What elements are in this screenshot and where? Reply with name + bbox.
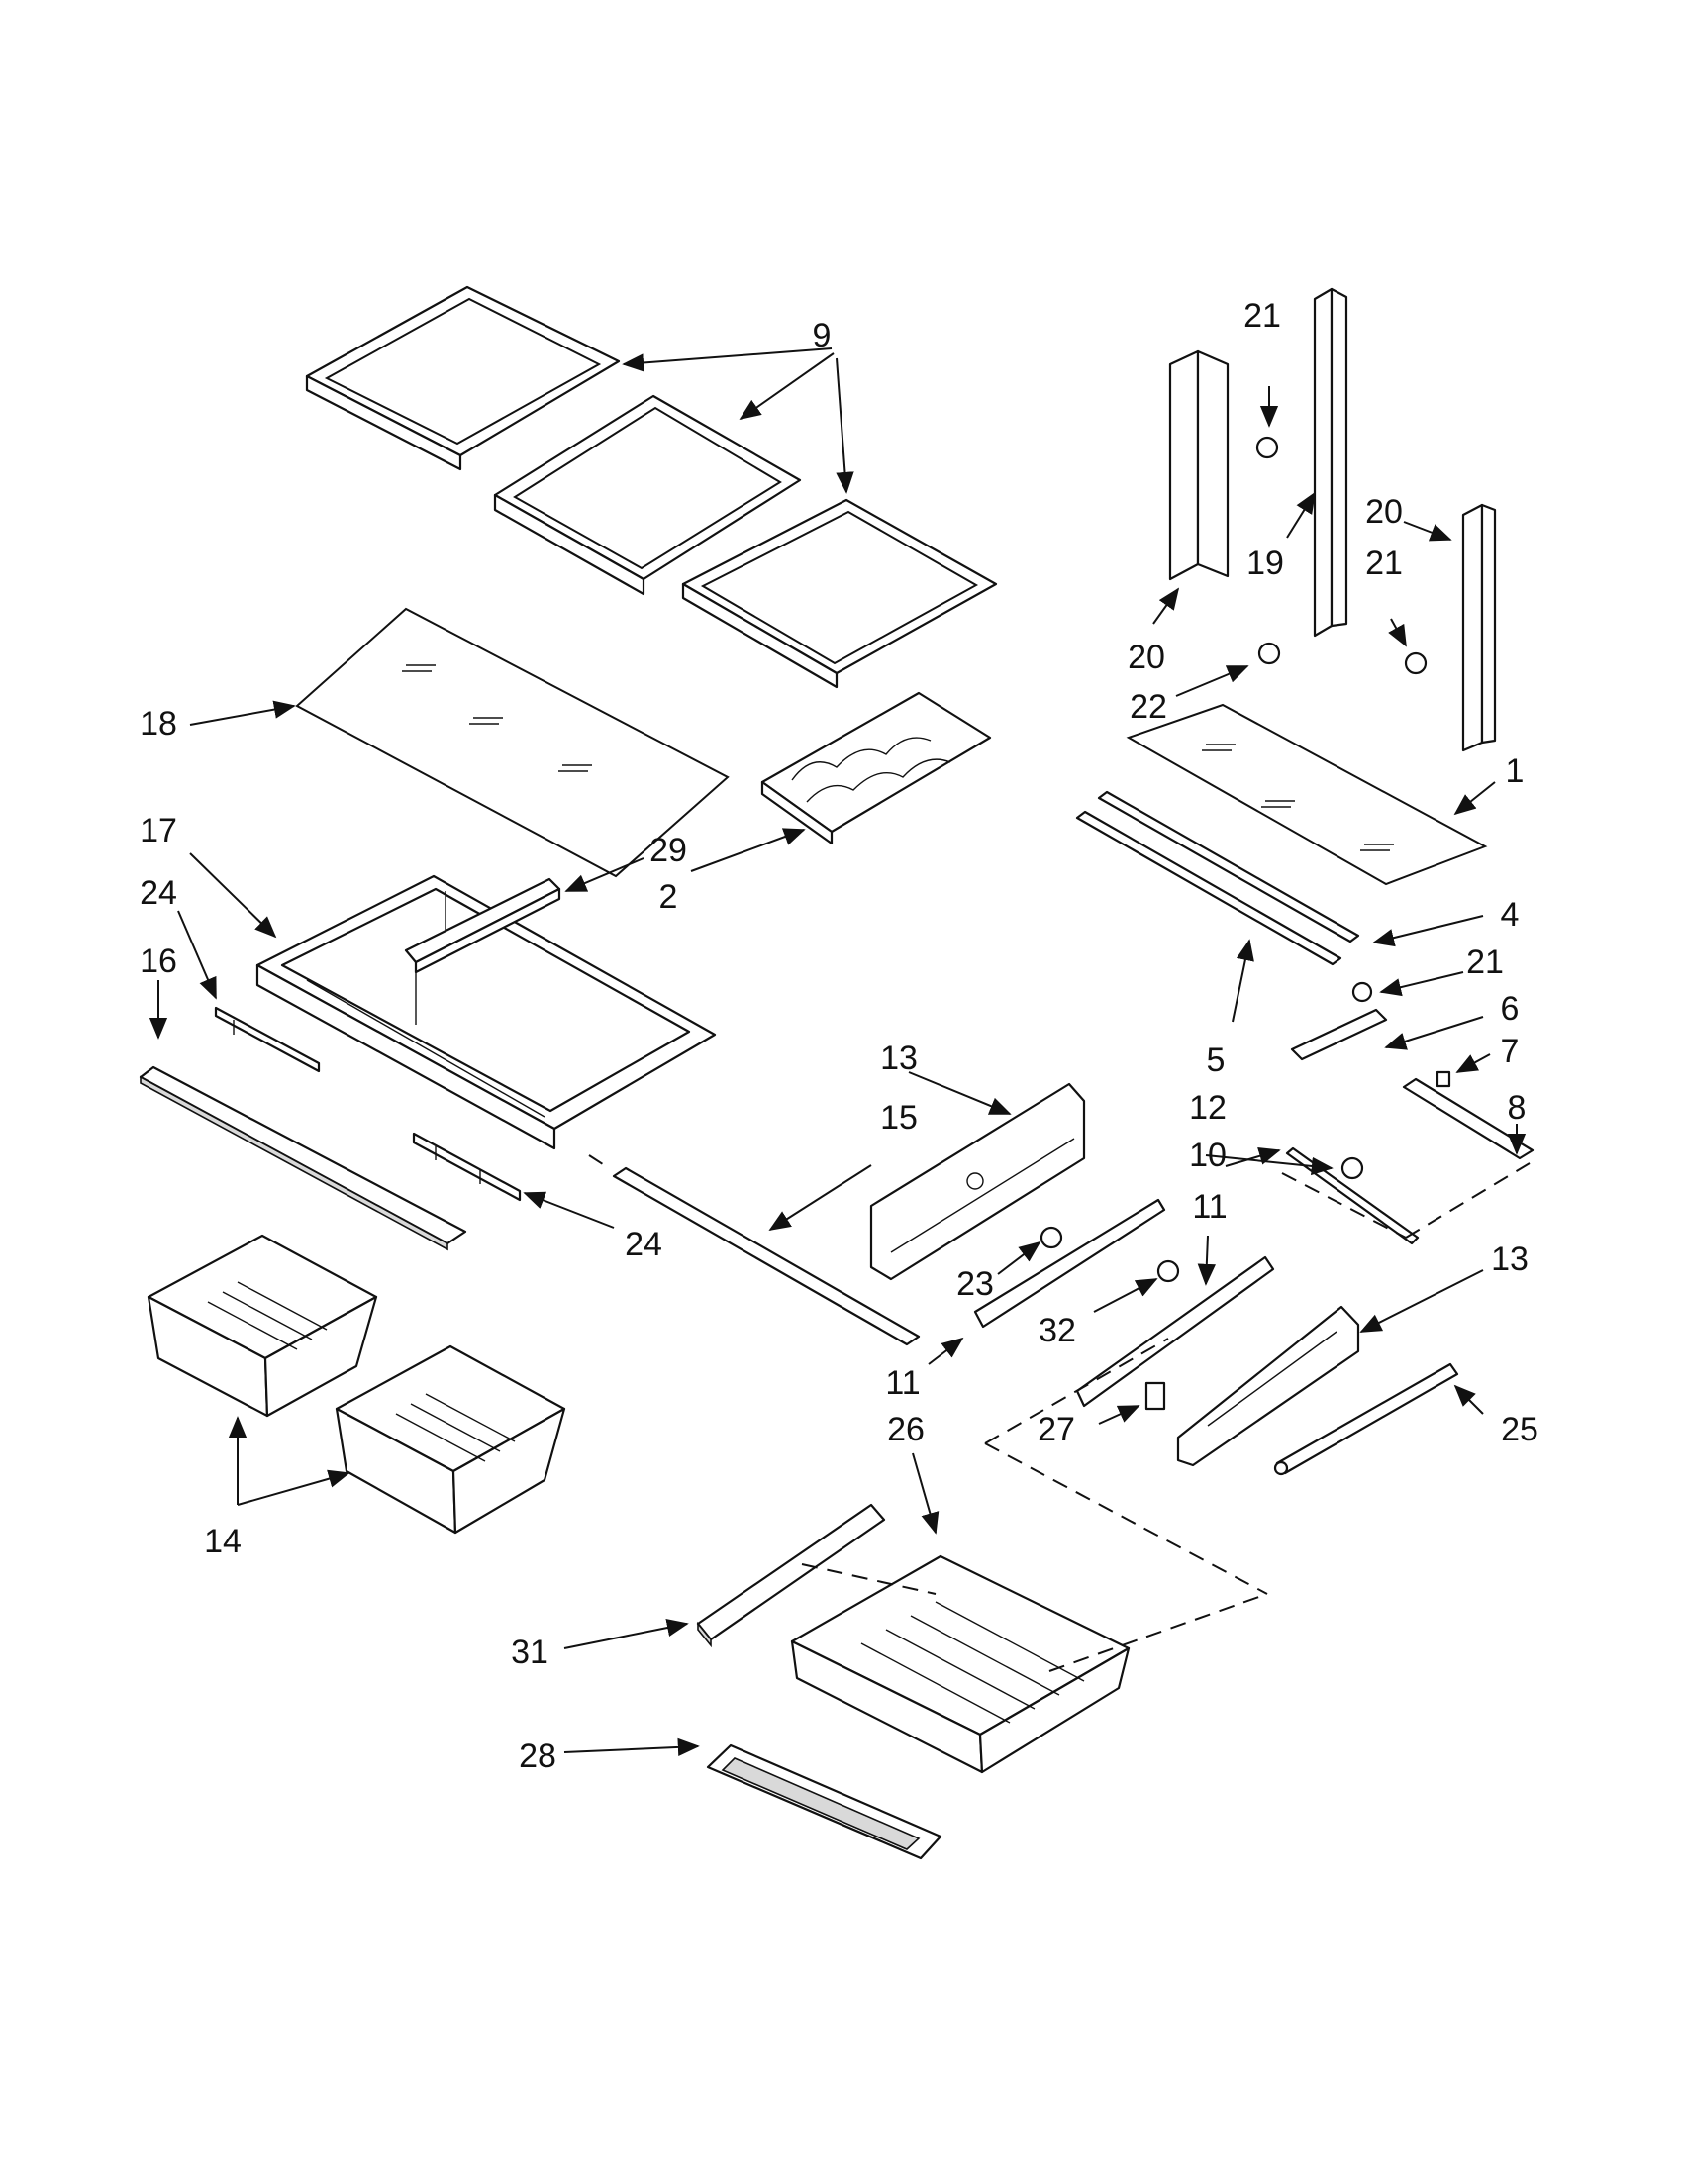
callout-24-top: 24 — [140, 874, 177, 912]
callout-20-right: 20 — [1365, 493, 1403, 531]
callout-17: 17 — [140, 812, 177, 849]
drawer-side-13-right — [1176, 1305, 1360, 1467]
glass-panel-18 — [295, 607, 730, 878]
side-rail-31 — [696, 1503, 886, 1648]
trim-4 — [1097, 790, 1360, 943]
wine-rack-2 — [760, 691, 992, 845]
callout-21-right: 21 — [1365, 545, 1403, 582]
slide-11-right — [1075, 1255, 1275, 1408]
rail-20-right — [1461, 503, 1497, 752]
bracket-8 — [1402, 1077, 1535, 1160]
shelf-frame-17 — [255, 874, 717, 1150]
callout-25: 25 — [1501, 1411, 1538, 1448]
callout-19: 19 — [1246, 545, 1284, 582]
rod-15 — [612, 1166, 921, 1346]
callout-26: 26 — [887, 1411, 925, 1448]
callout-14: 14 — [204, 1523, 242, 1560]
rail-19 — [1313, 287, 1348, 638]
callout-21-mid: 21 — [1466, 943, 1504, 981]
callout-27: 27 — [1038, 1411, 1075, 1448]
callout-22: 22 — [1130, 688, 1167, 726]
drawer-26 — [790, 1554, 1131, 1774]
rail-20-left — [1168, 349, 1230, 581]
callout-23: 23 — [956, 1265, 994, 1303]
drawer-side-13-left — [869, 1082, 1086, 1281]
callout-12: 12 — [1189, 1089, 1227, 1127]
trim-5 — [1075, 810, 1342, 966]
screw-12 — [1340, 1156, 1364, 1180]
shelf-3 — [681, 498, 998, 689]
bracket-24-right — [412, 1132, 522, 1202]
shelf-2 — [493, 394, 802, 596]
bracket-6 — [1290, 981, 1388, 1061]
clip-27 — [1144, 1381, 1166, 1411]
cover-28 — [706, 1743, 942, 1860]
callout-7: 7 — [1501, 1033, 1520, 1070]
callout-1: 1 — [1506, 752, 1525, 790]
callout-32: 32 — [1039, 1312, 1076, 1349]
callout-4: 4 — [1501, 896, 1520, 934]
glass-panel-1 — [1126, 703, 1488, 886]
crisper-left — [147, 1234, 378, 1418]
callout-10: 10 — [1189, 1137, 1227, 1174]
bar-25 — [1273, 1362, 1459, 1476]
callout-24-bottom: 24 — [625, 1226, 662, 1263]
callout-labels: 9 21 20 21 19 20 22 18 1 17 29 2 24 4 16… — [140, 297, 1538, 1775]
callout-15: 15 — [880, 1099, 918, 1137]
screw-32 — [1156, 1259, 1180, 1283]
screw-23 — [1040, 1226, 1063, 1249]
callout-21-top: 21 — [1243, 297, 1281, 335]
screw-21-right — [1404, 651, 1428, 675]
callout-2: 2 — [659, 878, 678, 916]
slide-11-left — [973, 1198, 1166, 1329]
leader-lines — [149, 347, 1527, 1757]
screw-21-top — [1255, 436, 1279, 459]
callout-13-left: 13 — [880, 1040, 918, 1077]
shelf-1 — [305, 285, 621, 471]
callout-18: 18 — [140, 705, 177, 743]
screw-22 — [1257, 642, 1281, 665]
trim-16 — [139, 1065, 467, 1251]
callout-20-left: 20 — [1128, 639, 1165, 676]
callout-29: 29 — [649, 832, 687, 869]
bracket-24-left — [214, 1006, 321, 1073]
crisper-right — [335, 1344, 566, 1535]
callout-28: 28 — [519, 1737, 556, 1775]
callout-11-bottom: 11 — [885, 1364, 920, 1402]
callout-13-right: 13 — [1491, 1241, 1529, 1278]
callout-11-top: 11 — [1192, 1188, 1227, 1226]
callout-9: 9 — [813, 317, 832, 354]
callout-31: 31 — [511, 1634, 548, 1671]
callout-5: 5 — [1207, 1042, 1226, 1079]
clip-7 — [1436, 1070, 1451, 1088]
callout-16: 16 — [140, 943, 177, 980]
rail-29 — [404, 877, 561, 974]
callout-6: 6 — [1501, 990, 1520, 1028]
callout-8: 8 — [1508, 1089, 1527, 1127]
